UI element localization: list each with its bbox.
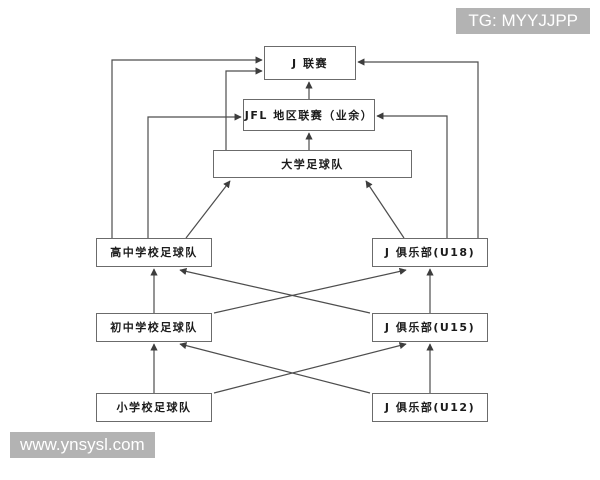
node-elementary-school-team-label: 小学校足球队 <box>116 401 192 414</box>
watermark-bottom-left: www.ynsysl.com <box>10 432 155 458</box>
node-jfl-regional-league[interactable]: JFL 地区联赛（业余） <box>243 99 375 131</box>
edge-high-school-to-j-league <box>111 56 263 238</box>
node-junior-high-school-team-label: 初中学校足球队 <box>110 321 198 334</box>
node-elementary-school-team[interactable]: 小学校足球队 <box>96 393 212 422</box>
node-j-club-u12[interactable]: J 俱乐部(U12) <box>372 393 488 422</box>
edge-j-club-u18-to-jfl <box>376 112 448 238</box>
edge-j-club-u12-to-junior-high <box>179 342 371 394</box>
node-j-club-u15[interactable]: J 俱乐部(U15) <box>372 313 488 342</box>
node-university-team-label: 大学足球队 <box>281 157 344 171</box>
edge-j-club-u15-to-high-school <box>179 267 371 314</box>
watermark-top-right: TG: MYYJJPP <box>456 8 590 34</box>
edge-j-club-u18-to-j-league <box>357 58 479 238</box>
node-junior-high-school-team[interactable]: 初中学校足球队 <box>96 313 212 342</box>
edge-high-school-to-jfl <box>147 113 242 238</box>
edge-high-school-to-university <box>185 180 231 239</box>
node-jfl-regional-league-label: JFL 地区联赛（业余） <box>244 108 374 122</box>
edge-university-to-j-league <box>225 67 263 150</box>
node-high-school-team[interactable]: 高中学校足球队 <box>96 238 212 267</box>
node-high-school-team-label: 高中学校足球队 <box>110 246 198 259</box>
edge-elementary-to-j-club-u15 <box>213 342 407 394</box>
node-j-club-u18[interactable]: J 俱乐部(U18) <box>372 238 488 267</box>
node-j-club-u18-label: J 俱乐部(U18) <box>384 246 476 259</box>
node-university-team[interactable]: 大学足球队 <box>213 150 412 178</box>
node-j-league[interactable]: J 联赛 <box>264 46 356 80</box>
edge-junior-high-to-j-club-u18 <box>213 267 407 314</box>
node-j-club-u15-label: J 俱乐部(U15) <box>384 321 476 334</box>
node-j-club-u12-label: J 俱乐部(U12) <box>384 401 476 414</box>
node-j-league-label: J 联赛 <box>292 56 328 70</box>
edge-j-club-u18-to-university <box>365 180 405 239</box>
